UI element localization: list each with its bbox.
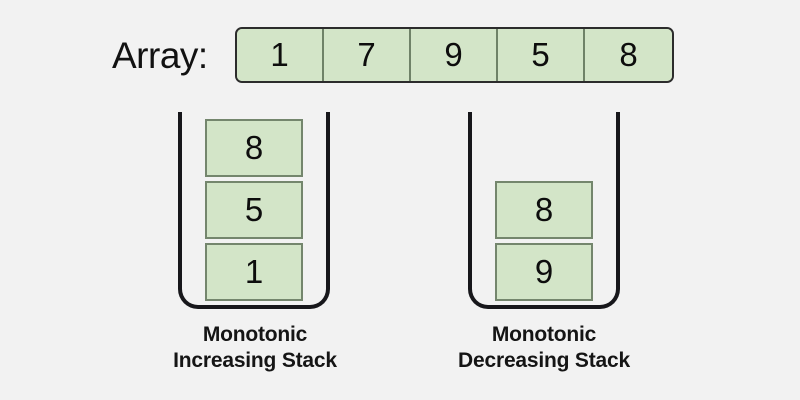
stack-item: 9 [495, 243, 593, 301]
stack-item: 8 [495, 181, 593, 239]
monotonic-increasing-caption: Monotonic Increasing Stack [115, 322, 395, 373]
array-label: Array: [112, 34, 208, 76]
array-cell: 5 [498, 29, 585, 81]
array-cell: 1 [237, 29, 324, 81]
stack-container: 8 5 1 [178, 112, 330, 309]
caption-line-1: Monotonic [491, 323, 597, 346]
stack-container: 8 9 [468, 112, 620, 309]
array-cell: 8 [585, 29, 672, 81]
caption-line-2: Decreasing Stack [458, 348, 630, 372]
monotonic-increasing-stack: 8 5 1 [178, 112, 330, 309]
stack-item: 5 [205, 181, 303, 239]
array-cell: 9 [411, 29, 498, 81]
array-container: 1 7 9 5 8 [235, 27, 674, 83]
stack-item: 8 [205, 119, 303, 177]
array-cell: 7 [324, 29, 411, 81]
stack-walls-icon [468, 112, 620, 309]
monotonic-decreasing-caption: Monotonic Decreasing Stack [404, 322, 684, 373]
array-row: Array: 1 7 9 5 8 [100, 20, 700, 90]
caption-line-1: Monotonic [202, 323, 308, 346]
stack-items: 8 5 1 [178, 119, 330, 301]
stack-walls-icon [178, 112, 330, 309]
monotonic-decreasing-stack: 8 9 [468, 112, 620, 309]
stack-items: 8 9 [468, 181, 620, 301]
stack-item: 1 [205, 243, 303, 301]
caption-line-2: Increasing Stack [173, 348, 337, 372]
